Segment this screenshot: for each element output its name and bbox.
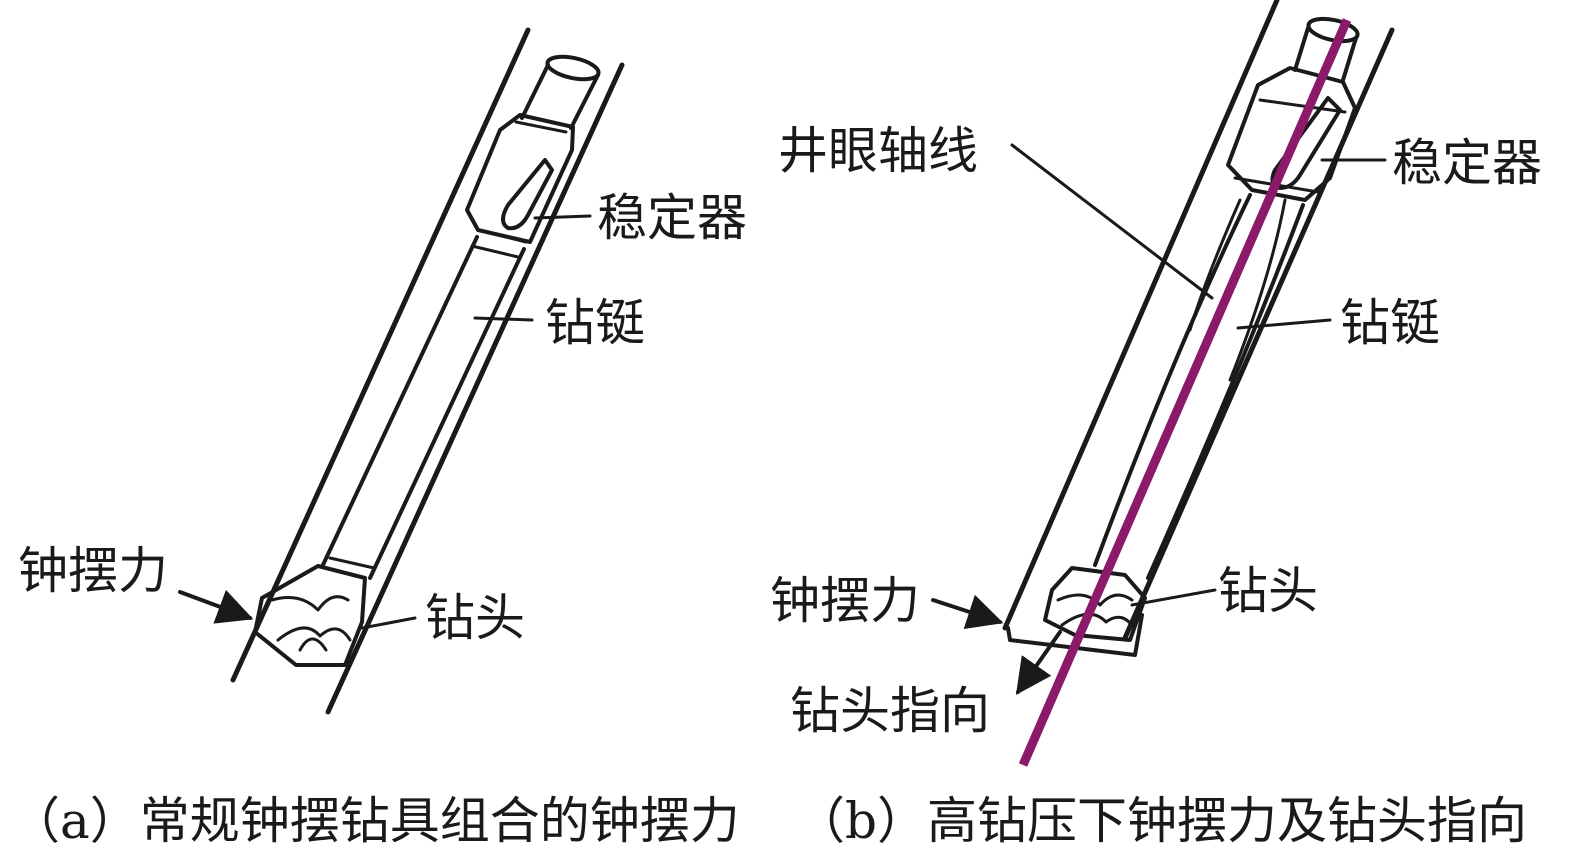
- borehole-axis-line: [1018, 18, 1352, 767]
- label-pendulum-force-b: 钟摆力: [770, 572, 920, 630]
- leader-collar-b: [1236, 318, 1332, 330]
- stabilizer: [465, 113, 575, 244]
- borehole-wall-left: [230, 27, 531, 683]
- label-drill-bit-b: 钻头: [1218, 562, 1318, 620]
- bit-direction-arrow: [1015, 630, 1062, 695]
- label-bit-direction: 钻头指向: [790, 682, 990, 740]
- leader-bit-a: [360, 616, 417, 630]
- caption-panel-a: （a）常规钟摆钻具组合的钟摆力: [10, 792, 740, 850]
- label-drill-collar-b: 钻铤: [1340, 294, 1440, 352]
- drill-collar: [320, 235, 526, 580]
- panel-b: 井眼轴线 稳定器 钻铤 钟摆力 钻头 钻头指向: [770, 0, 1542, 767]
- pendulum-force-arrow-b: [931, 594, 1004, 629]
- drill-collar-b: [1093, 193, 1305, 580]
- label-borehole-axis: 井眼轴线: [778, 122, 978, 180]
- pendulum-force-arrow-a: [178, 589, 254, 624]
- leader-collar-a: [473, 316, 534, 322]
- label-stabilizer-a: 稳定器: [597, 189, 747, 247]
- drill-bit: [253, 564, 367, 667]
- leader-bit-b: [1130, 588, 1217, 607]
- caption-panel-b: （b）高钻压下钟摆力及钻头指向: [795, 792, 1527, 850]
- borehole-wall-right: [325, 62, 625, 715]
- leader-borehole-axis: [1010, 143, 1214, 300]
- panel-a: 稳定器 钻铤 钟摆力 钻头: [18, 27, 747, 715]
- top-pipe-b: [1293, 16, 1360, 82]
- stabilizer-b: [1226, 66, 1357, 202]
- leader-stabilizer-a: [533, 214, 592, 220]
- label-drill-bit-a: 钻头: [425, 589, 525, 647]
- borehole-wall-left-b: [1002, 0, 1280, 631]
- top-pipe: [520, 54, 601, 130]
- label-drill-collar-a: 钻铤: [545, 294, 645, 352]
- label-pendulum-force-a: 钟摆力: [18, 542, 168, 600]
- label-stabilizer-b: 稳定器: [1392, 134, 1542, 192]
